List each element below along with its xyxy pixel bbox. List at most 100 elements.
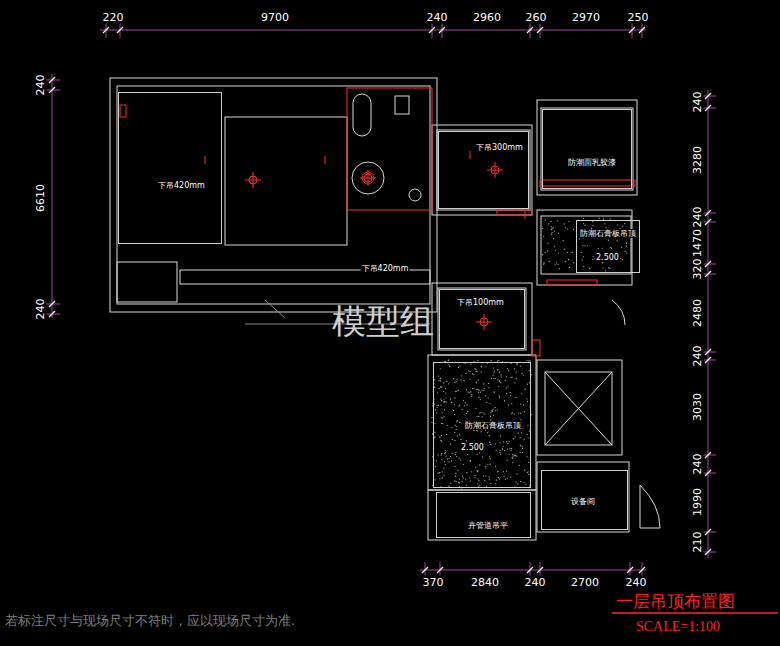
texture-dot <box>482 412 483 413</box>
texture-dot <box>515 371 516 372</box>
texture-dot <box>498 360 499 361</box>
texture-dot <box>434 437 435 438</box>
texture-dot <box>455 391 456 392</box>
texture-dot <box>491 410 492 411</box>
zone-label: 防潮石膏板吊顶 <box>579 229 637 238</box>
texture-dot <box>573 229 574 230</box>
texture-dot <box>469 477 470 478</box>
texture-dot <box>622 259 623 260</box>
marker <box>532 340 540 356</box>
texture-dot <box>551 234 552 235</box>
texture-dot <box>512 457 513 458</box>
texture-dot <box>497 369 498 370</box>
zone-label: 下吊420mm <box>361 263 410 274</box>
texture-dot <box>626 243 627 244</box>
texture-dot <box>466 472 467 473</box>
texture-dot <box>496 450 497 451</box>
texture-dot <box>459 405 460 406</box>
dimension-value: 240 <box>691 345 704 368</box>
texture-dot <box>608 240 609 241</box>
texture-dot <box>583 218 584 219</box>
texture-dot <box>514 436 515 437</box>
texture-dot <box>470 391 471 392</box>
texture-dot <box>447 458 448 459</box>
texture-dot <box>504 450 505 451</box>
texture-dot <box>515 397 516 398</box>
texture-dot <box>493 378 494 379</box>
dimension-value: 3280 <box>691 145 704 175</box>
texture-dot <box>487 464 488 465</box>
texture-dot <box>499 478 500 479</box>
shower-fixture <box>352 162 384 194</box>
texture-dot <box>446 434 447 435</box>
texture-dot <box>479 485 480 486</box>
dimension-value: 240 <box>691 453 704 476</box>
texture-dot <box>464 363 465 364</box>
downlight <box>525 211 526 219</box>
texture-dot <box>458 482 459 483</box>
texture-dot <box>450 456 451 457</box>
ceiling-zone: 下吊100mm <box>439 289 525 349</box>
texture-dot <box>500 450 501 451</box>
texture-dot <box>455 454 456 455</box>
texture-dot <box>467 411 468 412</box>
texture-dot <box>555 264 556 265</box>
texture-dot <box>437 392 438 393</box>
texture-dot <box>625 251 626 252</box>
texture-dot <box>508 370 509 371</box>
texture-dot <box>484 413 485 414</box>
texture-dot <box>479 412 480 413</box>
texture-dot <box>459 478 460 479</box>
texture-dot <box>441 400 442 401</box>
texture-dot <box>528 462 529 463</box>
texture-dot <box>445 452 446 453</box>
texture-dot <box>504 476 505 477</box>
texture-dot <box>552 232 553 233</box>
texture-dot <box>483 383 484 384</box>
texture-dot <box>515 455 516 456</box>
texture-dot <box>558 252 559 253</box>
section-line <box>265 300 285 318</box>
texture-dot <box>471 471 472 472</box>
texture-dot <box>499 395 500 396</box>
texture-dot <box>518 432 519 433</box>
texture-dot <box>443 391 444 392</box>
texture-dot <box>497 410 498 411</box>
texture-dot <box>511 403 512 404</box>
texture-dot <box>446 402 447 403</box>
texture-dot <box>463 477 464 478</box>
texture-dot <box>454 382 455 383</box>
dimension-value: 1470 <box>691 228 704 258</box>
texture-dot <box>442 412 443 413</box>
texture-dot <box>583 223 584 224</box>
texture-dot <box>443 416 444 417</box>
texture-dot <box>621 247 622 248</box>
texture-dot <box>457 435 458 436</box>
dimension-line <box>420 570 646 571</box>
dimension-value: 240 <box>34 298 47 321</box>
gypsum-texture <box>431 218 627 489</box>
texture-dot <box>557 220 558 221</box>
texture-dot <box>568 259 569 260</box>
texture-dot <box>467 454 468 455</box>
texture-dot <box>552 228 553 229</box>
texture-dot <box>437 473 438 474</box>
texture-dot <box>441 441 442 442</box>
texture-dot <box>462 409 463 410</box>
texture-dot <box>436 460 437 461</box>
texture-dot <box>547 243 548 244</box>
texture-dot <box>477 471 478 472</box>
texture-dot <box>499 381 500 382</box>
texture-dot <box>501 377 502 378</box>
texture-dot <box>584 225 585 226</box>
texture-dot <box>448 360 449 361</box>
texture-dot <box>511 377 512 378</box>
texture-dot <box>490 412 491 413</box>
texture-dot <box>497 471 498 472</box>
texture-dot <box>543 264 544 265</box>
texture-dot <box>582 245 583 246</box>
dimension-value: 240 <box>691 91 704 114</box>
texture-dot <box>467 391 468 392</box>
texture-dot <box>502 449 503 450</box>
texture-dot <box>520 413 521 414</box>
